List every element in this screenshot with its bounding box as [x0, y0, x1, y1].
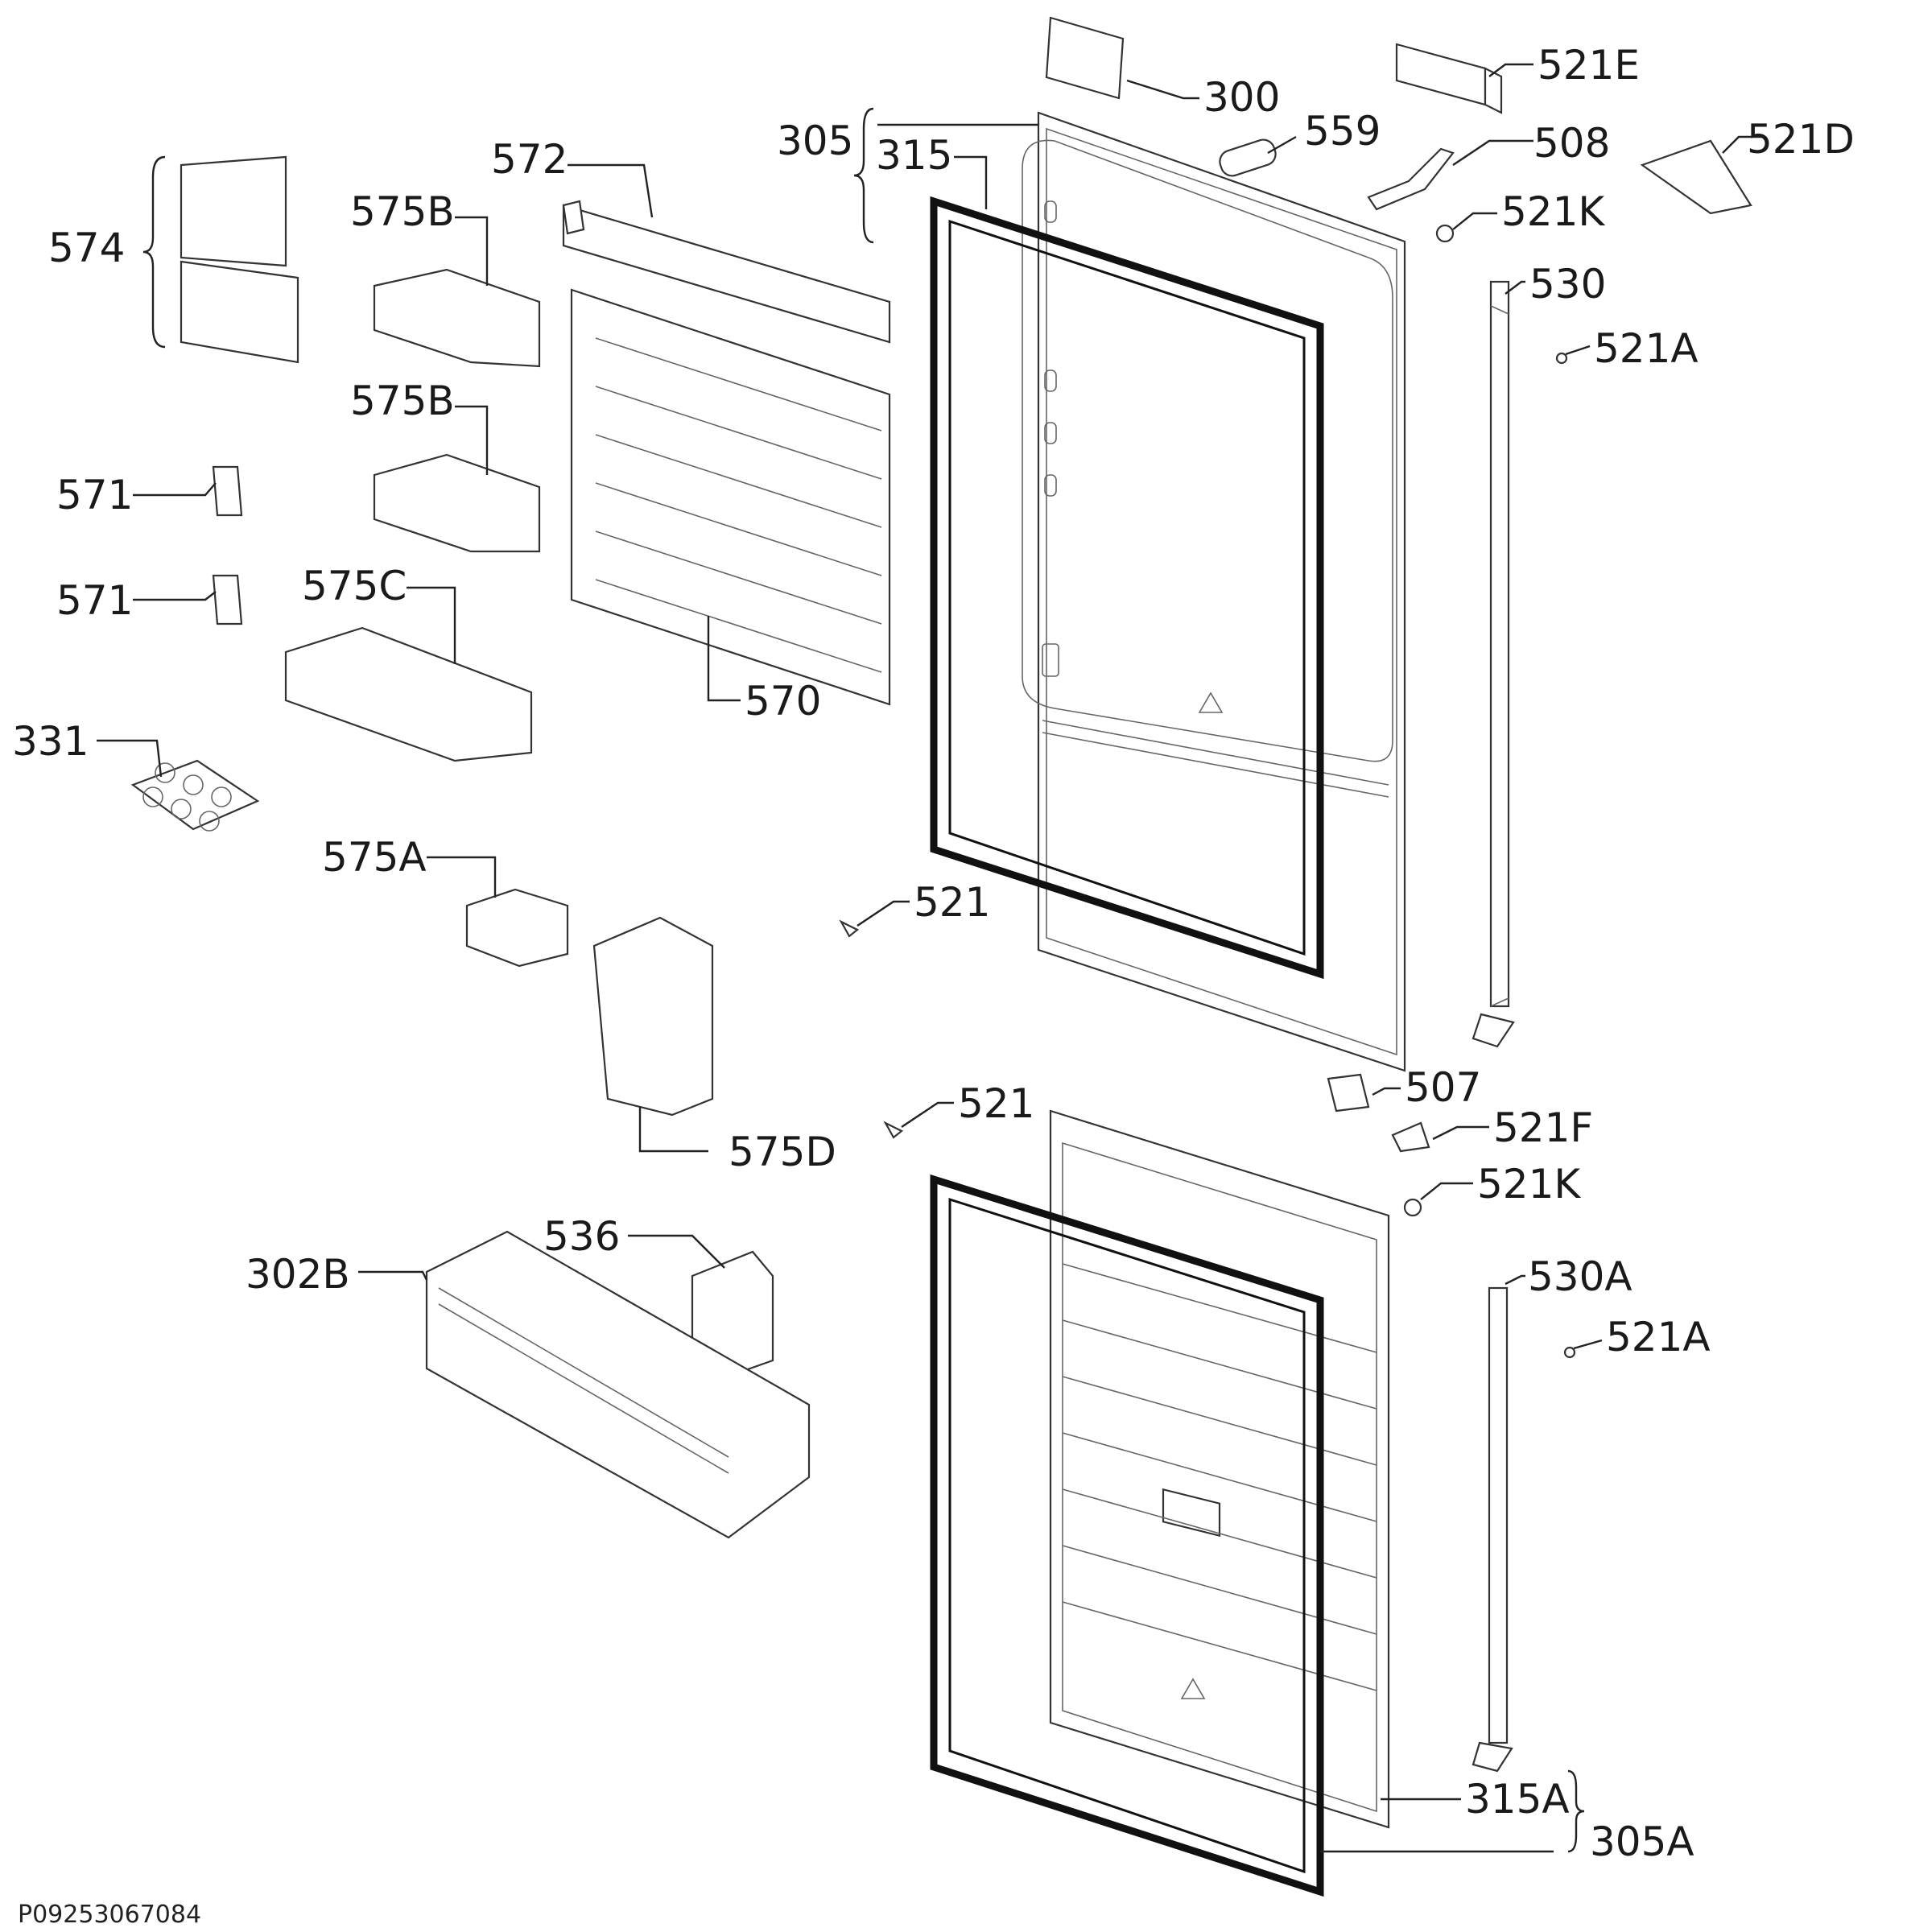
label-521d: 521D: [1747, 116, 1855, 163]
label-305a: 305A: [1590, 1818, 1694, 1865]
part-571-upper-clip: [212, 465, 243, 517]
part-575b-lower-shelf: [373, 453, 541, 553]
label-572: 572: [491, 136, 568, 183]
label-521e: 521E: [1538, 42, 1640, 89]
label-521k-bottom: 521K: [1477, 1161, 1581, 1208]
label-571-2: 571: [56, 577, 133, 624]
label-300: 300: [1203, 74, 1280, 121]
leader-lines: [97, 63, 1763, 1853]
part-labels: 300 305 315 559 521E 508 521D 521K 530 5…: [12, 42, 1855, 1929]
label-331: 331: [12, 718, 89, 765]
part-521k-bottom-washer: [1403, 1198, 1422, 1217]
drawing-code: P09253067084: [18, 1901, 201, 1929]
label-559: 559: [1304, 108, 1381, 155]
label-575b-1: 575B: [350, 188, 455, 235]
lower-door-gasket: [930, 1174, 1324, 1897]
label-521a-bottom: 521A: [1606, 1314, 1711, 1360]
label-570: 570: [745, 678, 821, 724]
part-559-cylinder: [1219, 138, 1277, 177]
label-574: 574: [48, 225, 125, 271]
part-521d-cap: [1640, 139, 1752, 215]
label-575d: 575D: [729, 1129, 836, 1175]
label-507: 507: [1405, 1064, 1481, 1111]
part-302b-door-bin: [425, 1230, 811, 1539]
label-575b-2: 575B: [350, 378, 455, 424]
part-507-hinge-block: [1327, 1073, 1370, 1113]
part-575d-tall-bin: [592, 916, 714, 1117]
part-574-box-assembly: [180, 155, 299, 364]
label-521-1: 521: [914, 879, 990, 926]
label-575a: 575A: [322, 834, 427, 881]
part-530a-hinge-rail: [1472, 1286, 1513, 1773]
label-530a: 530A: [1528, 1253, 1633, 1300]
part-508-hinge-bracket: [1367, 147, 1455, 211]
lower-door-outer-panel: [1049, 1109, 1390, 1829]
label-508: 508: [1533, 120, 1610, 167]
part-571-lower-clip: [212, 574, 243, 625]
part-521k-top-washer: [1435, 224, 1455, 243]
part-575c-shelf: [284, 626, 533, 762]
part-331-egg-tray: [130, 759, 260, 832]
label-575c: 575C: [302, 563, 407, 609]
part-521a-bottom-pin: [1563, 1346, 1576, 1359]
label-302b: 302B: [246, 1251, 350, 1298]
label-530: 530: [1529, 261, 1606, 308]
label-305: 305: [777, 118, 853, 164]
label-521-2: 521: [958, 1080, 1034, 1127]
label-521a-top: 521A: [1594, 325, 1699, 372]
label-571-1: 571: [56, 472, 133, 518]
label-536: 536: [543, 1213, 620, 1260]
part-570-shelf-rack: [570, 288, 891, 706]
upper-door-outer-panel: [1022, 111, 1406, 1072]
part-300-label-card: [1045, 16, 1125, 100]
part-521-lower-clip: [883, 1121, 904, 1139]
label-315a: 315A: [1465, 1776, 1570, 1823]
part-521f-cover: [1391, 1121, 1430, 1153]
part-530-hinge-rail: [1472, 280, 1515, 1048]
part-572-shelf-top: [562, 200, 891, 344]
label-521f: 521F: [1493, 1104, 1593, 1151]
label-521k-top: 521K: [1501, 188, 1605, 235]
part-521a-top-pin: [1555, 352, 1568, 365]
part-521-upper-clip: [839, 919, 860, 938]
part-575a-small-box: [465, 888, 569, 968]
part-575b-upper-shelf: [373, 268, 541, 368]
upper-door-gasket: [930, 196, 1324, 980]
part-521e-hinge-cover: [1395, 43, 1503, 114]
label-315: 315: [876, 132, 952, 179]
